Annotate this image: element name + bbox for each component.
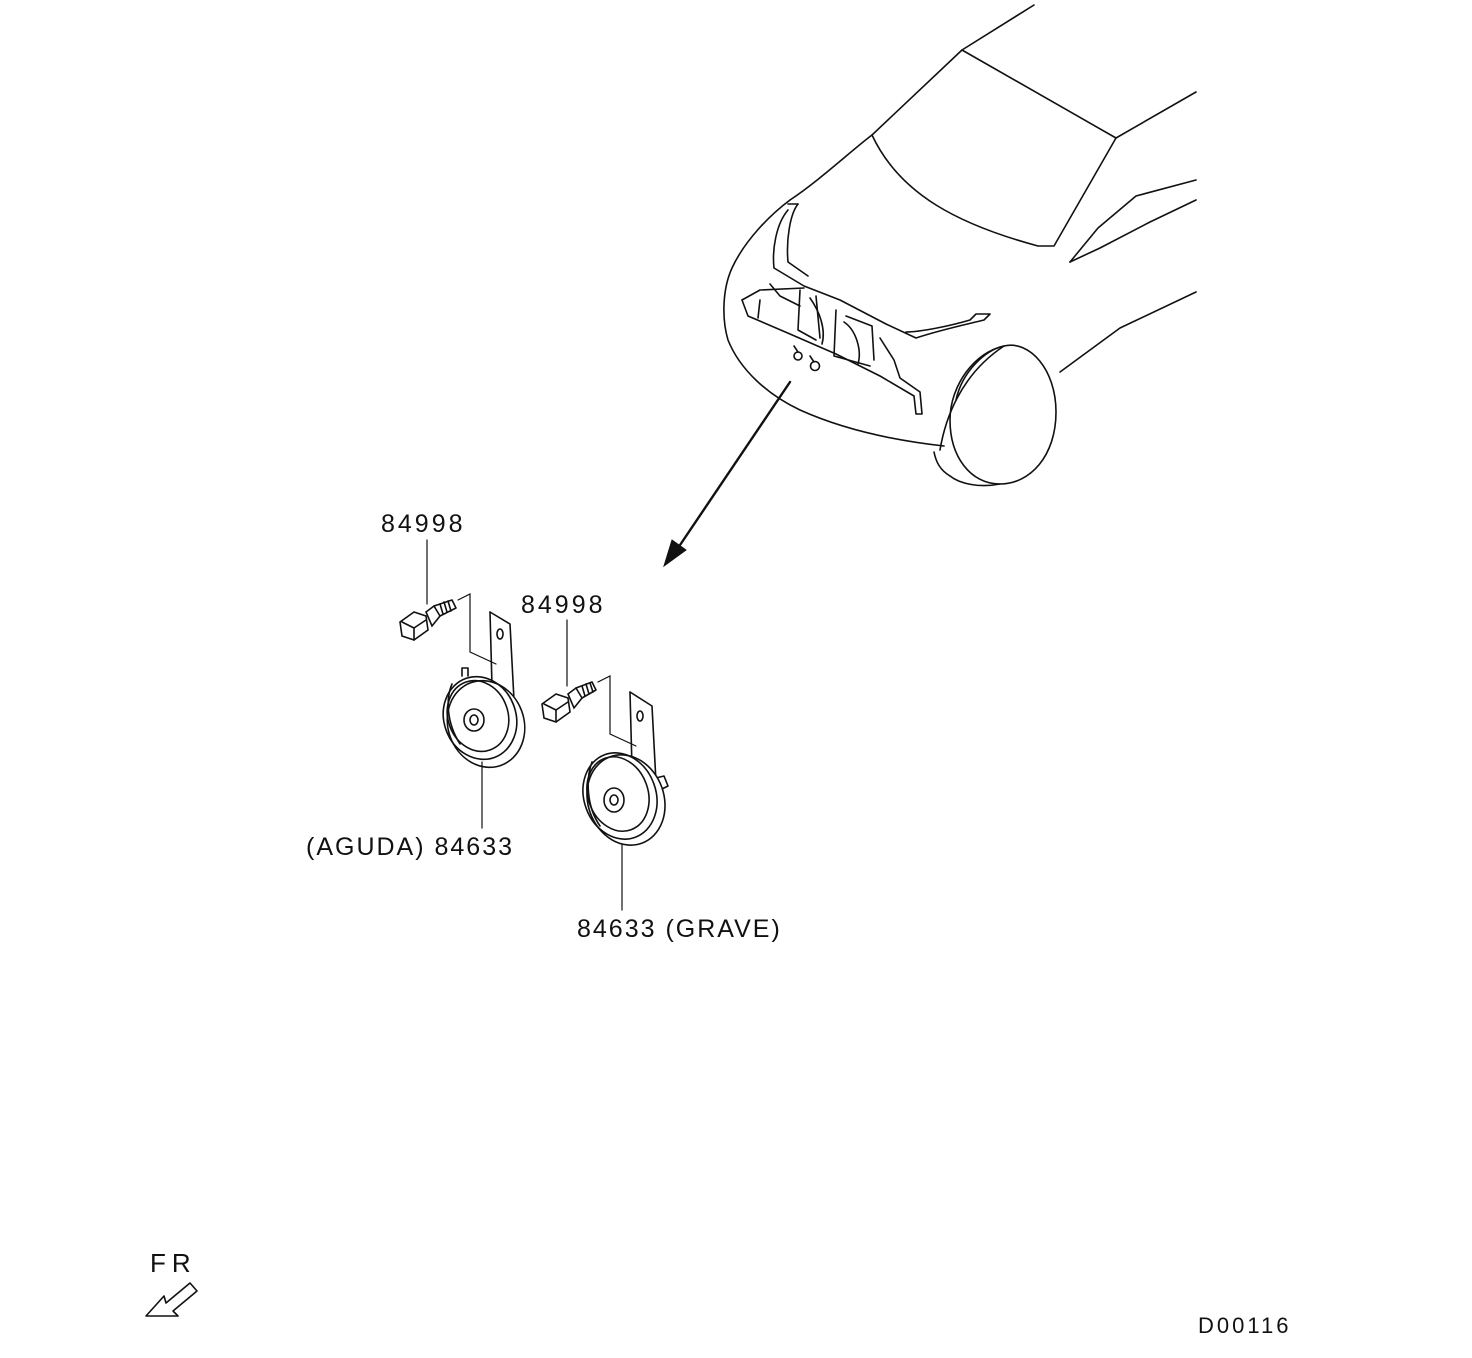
horn-low-assembly [541,619,669,911]
horn-high-assembly [399,539,526,829]
diagram-code: D00116 [1198,1313,1292,1338]
orientation-label: FR [150,1248,197,1278]
vehicle-outline [723,4,1197,487]
detail-leader-arrow [663,380,792,568]
bolt-upper [399,599,457,641]
horn-low [582,752,669,846]
callout-bolt-lower: 84998 [521,591,606,619]
horn-high [442,667,526,769]
front-direction-arrow-icon [145,1282,198,1317]
callout-horn-high: (AGUDA) 84633 [306,833,515,861]
callout-horn-low: 84633 (GRAVE) [577,915,782,943]
bolt-lower [541,681,597,723]
callout-bolt-upper: 84998 [381,510,466,538]
